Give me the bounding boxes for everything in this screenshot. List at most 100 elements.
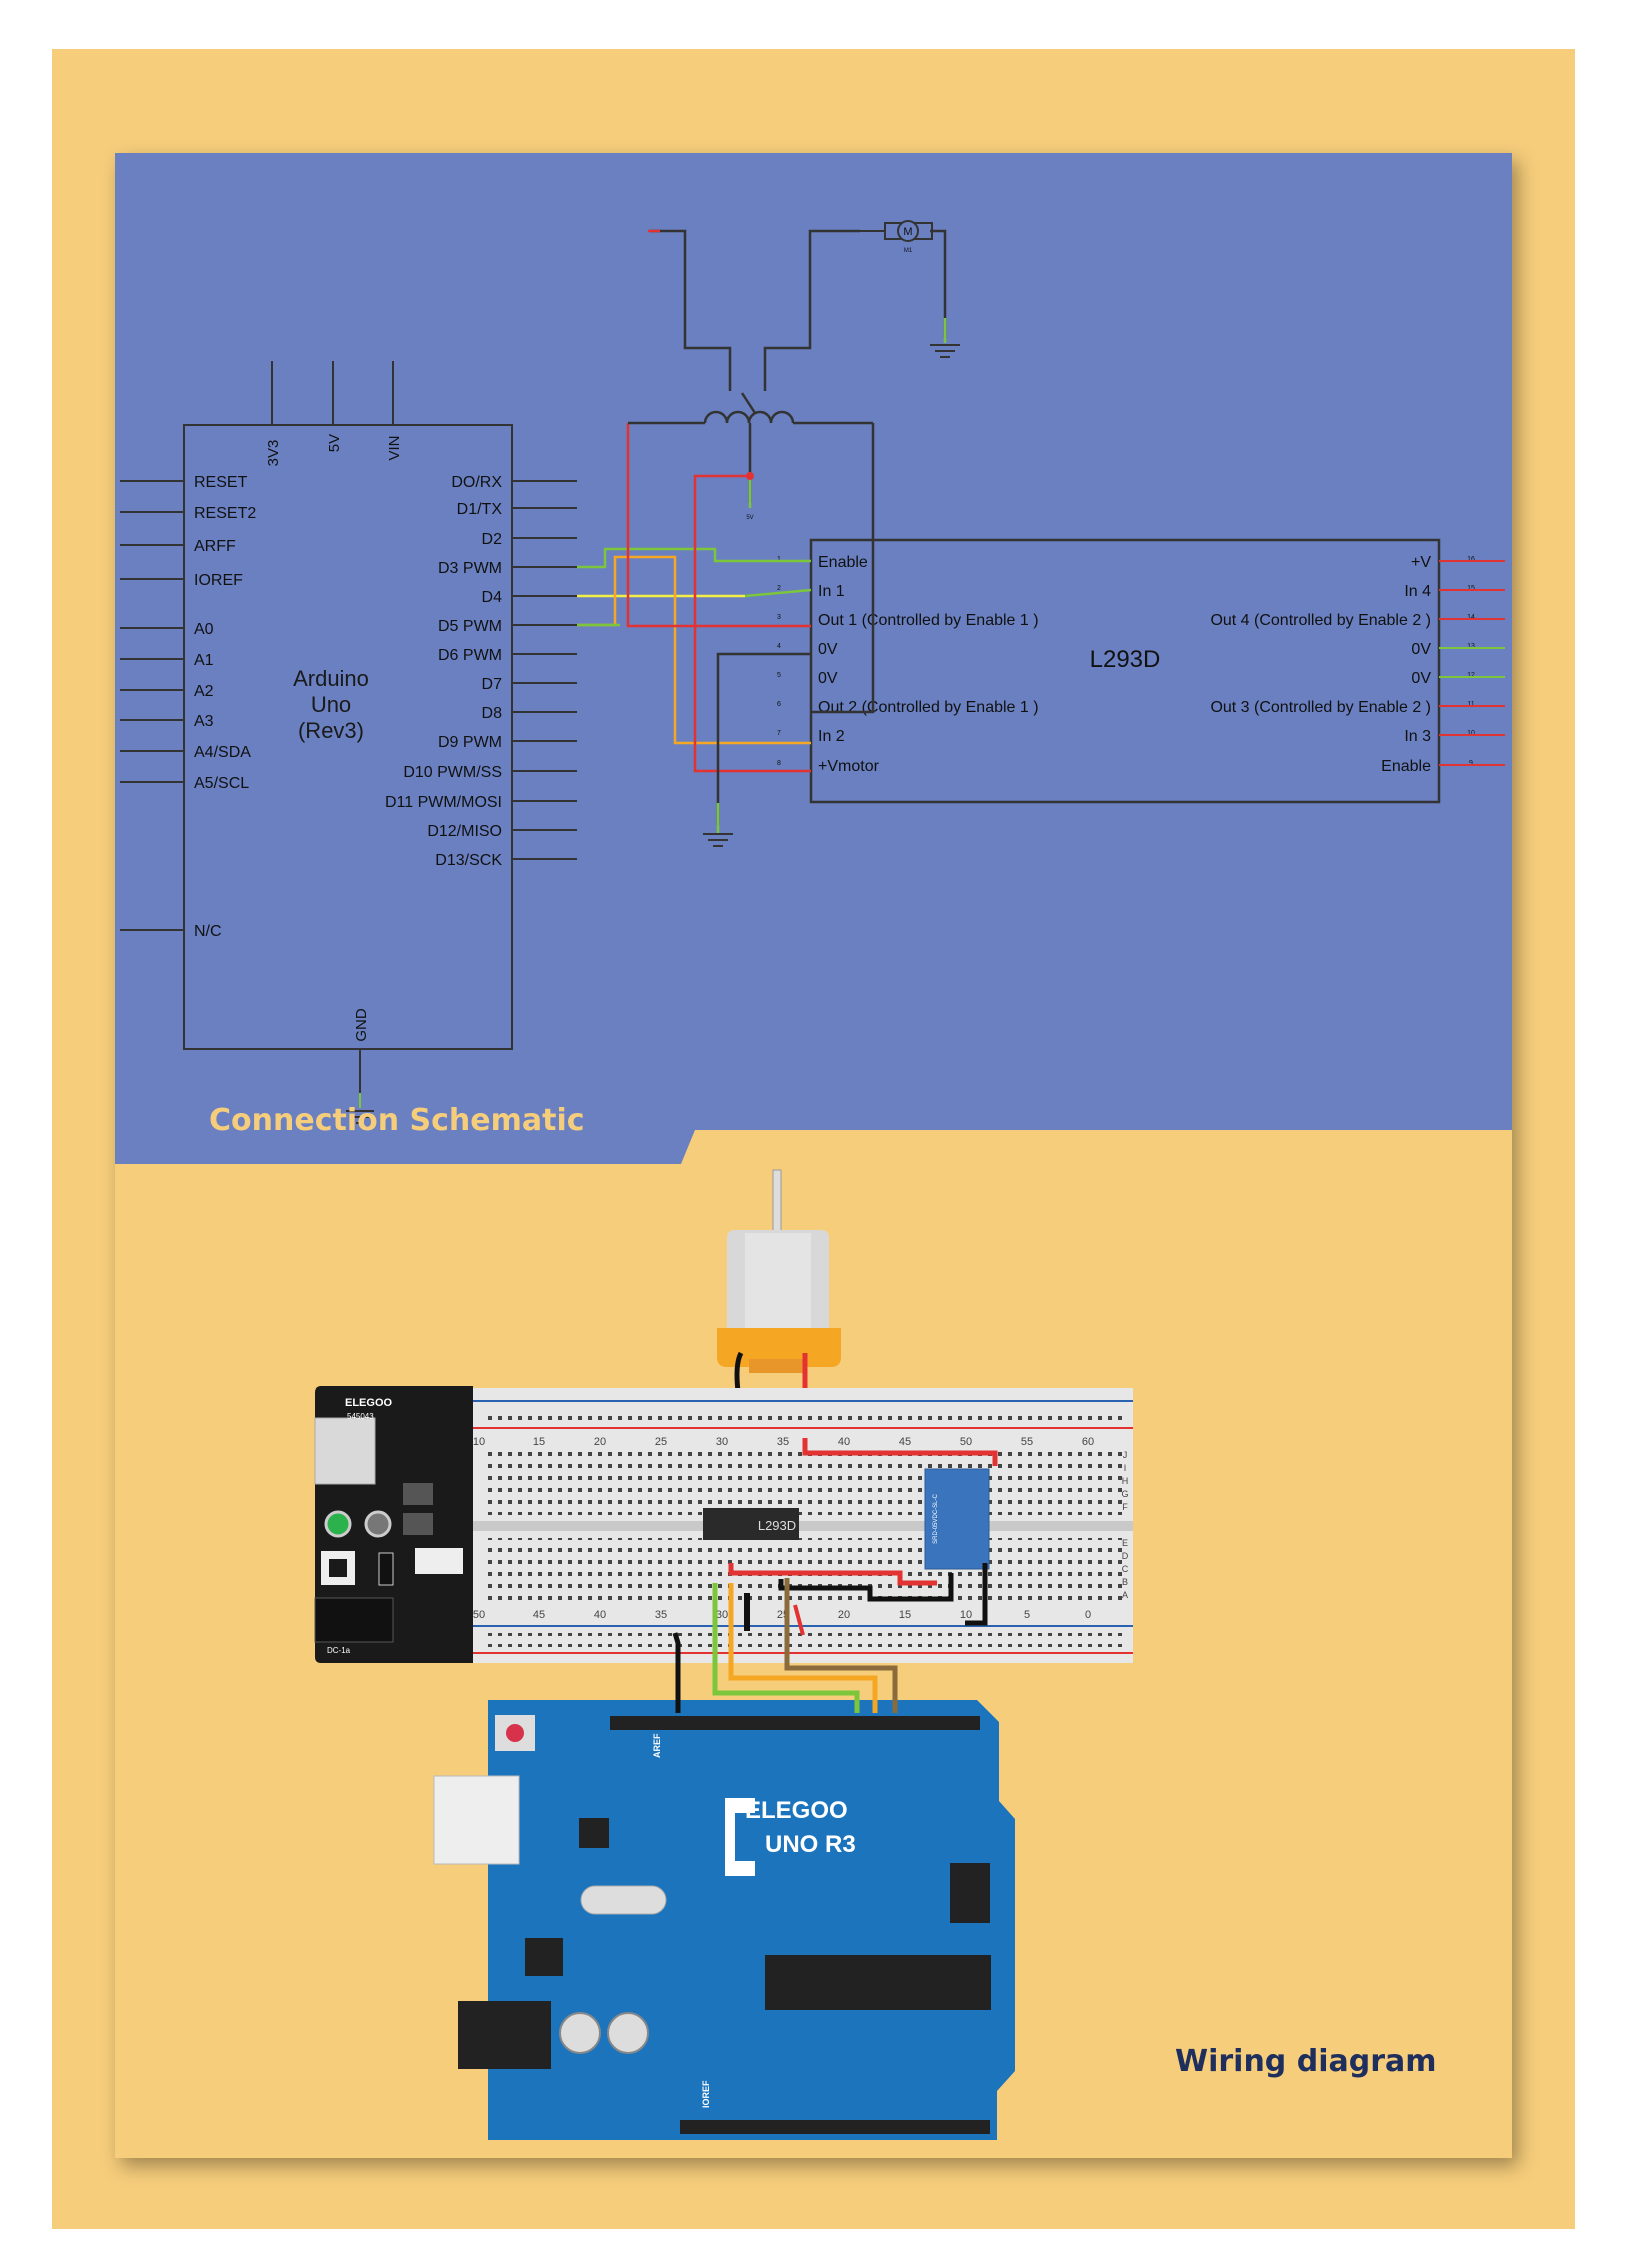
breadboard-holes <box>485 1408 1125 1647</box>
diagram-canvas: 3V3 5V VIN RESET RESET2 ARFF <box>115 153 1512 2140</box>
l293d-num-2: 2 <box>777 585 781 592</box>
pin-a2: A2 <box>194 683 214 700</box>
l293d-pin-10: In 3 <box>1404 728 1431 745</box>
pin-a1: A1 <box>194 652 214 669</box>
pin-d12: D12/MISO <box>427 823 502 840</box>
bb-row-e: E <box>1122 1538 1128 1548</box>
l293d-num-13: 13 <box>1467 643 1475 650</box>
top-pin-5v: 5V <box>326 434 343 452</box>
pin-d8: D8 <box>482 705 503 722</box>
pin-d10: D10 PWM/SS <box>403 764 502 781</box>
bb-row-b: B <box>1122 1577 1128 1587</box>
bb-num-top-11: 60 <box>1082 1436 1094 1448</box>
header-aref: AREF <box>652 1733 662 1758</box>
l293d-num-1: 1 <box>777 556 781 563</box>
bb-num-top-9: 50 <box>960 1436 972 1448</box>
l293d-num-4: 4 <box>777 643 781 650</box>
pin-d4: D4 <box>482 589 503 606</box>
pin-d0: DO/RX <box>451 474 502 491</box>
l293d-pin-6: Out 2 (Controlled by Enable 1 ) <box>818 699 1039 716</box>
pin-a3: A3 <box>194 713 214 730</box>
pin-a5: A5/SCL <box>194 775 249 792</box>
bb-num-top-8: 45 <box>899 1436 911 1448</box>
bb-num-top-5: 30 <box>716 1436 728 1448</box>
l293d-pin-14: Out 4 (Controlled by Enable 2 ) <box>1210 612 1431 629</box>
wiring-panel: 10 15 20 25 30 35 40 45 50 55 60 50 45 4… <box>314 1169 1437 2140</box>
pin-d3: D3 PWM <box>438 560 502 577</box>
wiring-title: Wiring diagram <box>1175 2044 1437 2079</box>
bb-num-bottom-10: 5 <box>1024 1609 1030 1621</box>
schematic-wires <box>577 229 947 833</box>
l293d-pin-16: +V <box>1411 554 1431 571</box>
l293d-pin-12: 0V <box>1411 670 1431 687</box>
pin-reset2: RESET2 <box>194 505 256 522</box>
l293d-num-16: 16 <box>1467 556 1475 563</box>
arduino-name-3: (Rev3) <box>298 718 364 743</box>
bb-num-top-10: 55 <box>1021 1436 1033 1448</box>
bb-num-bottom-5: 30 <box>716 1609 728 1621</box>
l293d-num-6: 6 <box>777 701 781 708</box>
pin-ioref: IOREF <box>194 572 243 589</box>
pin-d11: D11 PWM/MOSI <box>385 794 502 811</box>
motor-label: M1 <box>904 248 913 254</box>
bb-num-bottom-9: 10 <box>960 1609 972 1621</box>
l293d-num-5: 5 <box>777 672 781 679</box>
bb-num-top-2: 15 <box>533 1436 545 1448</box>
l293d-pin-2: In 1 <box>818 583 845 600</box>
l293d-pin-13: 0V <box>1411 641 1431 658</box>
arduino-jumpers <box>672 1578 898 1713</box>
bb-row-g: G <box>1121 1489 1128 1499</box>
header-bottom-ioref: IOREF <box>701 2080 711 2108</box>
l293d-num-8: 8 <box>777 760 781 767</box>
board-model: UNO R3 <box>765 1831 856 1858</box>
l293d-num-10: 10 <box>1467 730 1475 737</box>
bb-num-bottom-3: 40 <box>594 1609 606 1621</box>
bb-row-a: A <box>1122 1590 1128 1600</box>
relay-label: SRD-05VDC-SL-C <box>933 1494 939 1544</box>
l293d-name: L293D <box>1090 646 1161 673</box>
bb-num-bottom-4: 35 <box>655 1609 667 1621</box>
bb-num-bottom-11: 0 <box>1085 1609 1091 1621</box>
pin-reset: RESET <box>194 474 248 491</box>
power-module-brand: ELEGOO <box>345 1397 393 1409</box>
arduino-name-1: Arduino <box>293 666 369 691</box>
relay: SRD-05VDC-SL-C <box>924 1468 990 1570</box>
l293d-num-7: 7 <box>777 730 781 737</box>
schematic-panel: 3V3 5V VIN RESET RESET2 ARFF <box>115 153 1512 1164</box>
pin-d13: D13/SCK <box>435 852 502 869</box>
power-supply-module: ELEGOO 545043 DC-1a <box>314 1386 473 1663</box>
l293d-pin-11: Out 3 (Controlled by Enable 2 ) <box>1210 699 1431 716</box>
l293d-chip: L293D <box>703 1508 799 1540</box>
breadboard-wires <box>728 1438 998 1636</box>
bb-num-bottom-7: 20 <box>838 1609 850 1621</box>
bb-num-top-3: 20 <box>594 1436 606 1448</box>
bb-row-d: D <box>1122 1551 1129 1561</box>
board-brand: ELEGOO <box>745 1797 848 1824</box>
bb-num-bottom-1: 50 <box>473 1609 485 1621</box>
bb-row-f: F <box>1122 1502 1128 1512</box>
bb-row-c: C <box>1122 1564 1129 1574</box>
power-module-dc: DC-1a <box>327 1646 351 1655</box>
pin-nc: N/C <box>194 923 222 940</box>
pin-d2: D2 <box>482 531 503 548</box>
l293d-num-15: 15 <box>1467 585 1475 592</box>
l293d-num-11: 11 <box>1467 701 1474 708</box>
top-pin-3v3: 3V3 <box>265 440 282 467</box>
l293d-pin-9: Enable <box>1381 758 1431 775</box>
l293d-num-14: 14 <box>1467 614 1475 621</box>
pin-a0: A0 <box>194 621 214 638</box>
breadboard: 10 15 20 25 30 35 40 45 50 55 60 50 45 4… <box>473 1388 1133 1663</box>
supply-label: 5V <box>746 515 753 521</box>
manual-page: 3V3 5V VIN RESET RESET2 ARFF <box>115 153 1512 2158</box>
ground-symbol-2 <box>703 344 960 847</box>
l293d-num-3: 3 <box>777 614 781 621</box>
ground-symbol <box>346 1110 374 1124</box>
pin-d5: D5 PWM <box>438 618 502 635</box>
coil-symbol <box>628 392 873 480</box>
l293d-num-12: 12 <box>1467 672 1475 679</box>
schematic-title: Connection Schematic <box>209 1103 585 1138</box>
pin-d7: D7 <box>482 676 503 693</box>
l293d-num-9: 9 <box>1469 760 1473 767</box>
arduino-name-2: Uno <box>311 692 351 717</box>
pin-d9: D9 PWM <box>438 734 502 751</box>
